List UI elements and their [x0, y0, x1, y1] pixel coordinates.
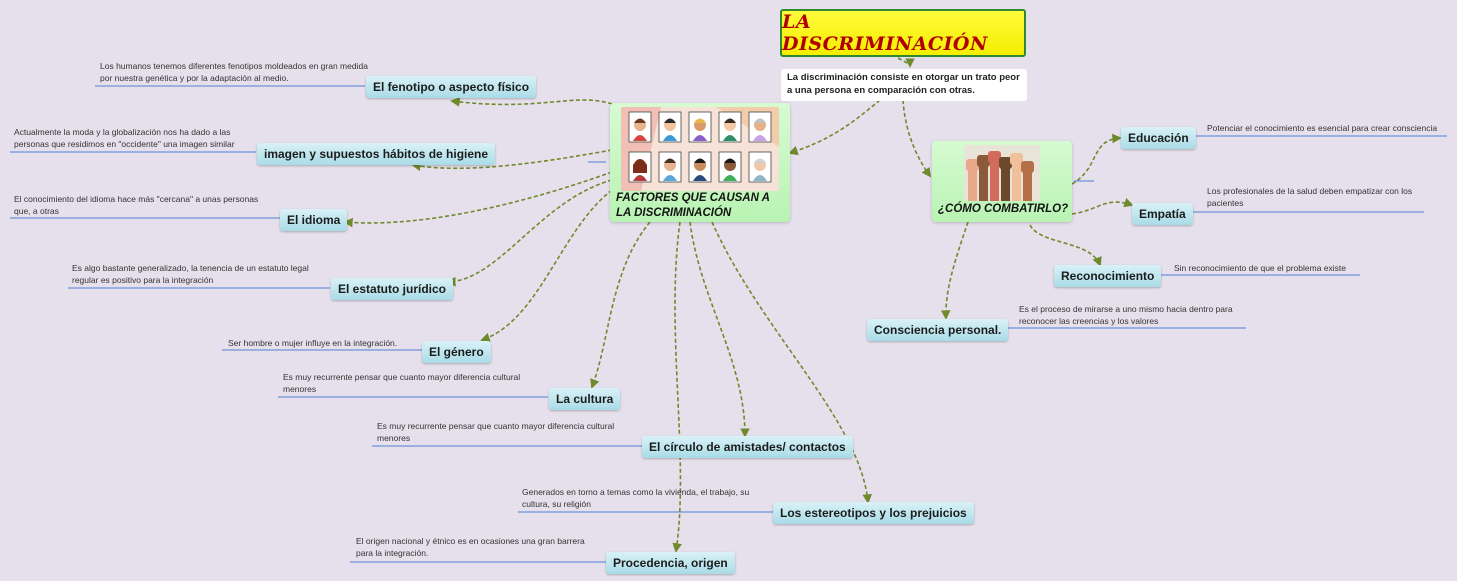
- connector-definition-combatir: [902, 99, 932, 178]
- node-circulo[interactable]: El círculo de amistades/ contactos: [642, 436, 853, 458]
- connector-factores-circulo: [689, 221, 750, 438]
- node-genero[interactable]: El género: [422, 341, 491, 363]
- factores-label: FACTORES QUE CAUSAN A LA DISCRIMINACIÓN: [616, 192, 770, 219]
- combatir-label: ¿CÓMO COMBATIRLO?: [938, 203, 1069, 215]
- connector-factores-estereotipos: [711, 221, 873, 504]
- connector-factores-idioma: [343, 171, 613, 228]
- connector-definition-factores: [788, 99, 881, 156]
- faces-grid-illustration: [621, 107, 779, 191]
- node-estatuto[interactable]: El estatuto jurídico: [331, 278, 454, 300]
- connector-factores-cultura: [590, 221, 651, 389]
- definition-text: La discriminación consiste en otorgar un…: [781, 69, 1027, 101]
- combatir-topic[interactable]: ¿CÓMO COMBATIRLO?: [932, 141, 1072, 222]
- node-educacion[interactable]: Educación: [1121, 127, 1196, 149]
- note-cultura: Es muy recurrente pensar que cuanto mayo…: [283, 372, 521, 394]
- connector-combatir-reconocimiento: [1029, 224, 1102, 267]
- note-circulo: Es muy recurrente pensar que cuanto mayo…: [377, 421, 615, 443]
- node-empatia[interactable]: Empatía: [1132, 203, 1193, 225]
- node-reconocimiento[interactable]: Reconocimiento: [1054, 265, 1162, 287]
- connector-factores-procedencia: [672, 221, 682, 553]
- connector-factores-estatuto: [446, 179, 613, 287]
- node-higiene[interactable]: imagen y supuestos hábitos de higiene: [257, 143, 496, 165]
- note-empatia: Los profesionales de la salud deben empa…: [1207, 186, 1413, 208]
- node-procedencia[interactable]: Procedencia, origen: [606, 552, 735, 574]
- note-reconocimiento: Sin reconocimiento de que el problema ex…: [1174, 263, 1346, 273]
- note-estatuto: Es algo bastante generalizado, la tenenc…: [72, 263, 309, 285]
- node-idioma[interactable]: El idioma: [280, 209, 348, 231]
- raised-fists-illustration: [964, 145, 1040, 201]
- connector-combatir-consciencia: [940, 221, 969, 320]
- note-genero: Ser hombre o mujer influye en la integra…: [228, 338, 398, 348]
- note-procedencia: El origen nacional y étnico es en ocasio…: [356, 536, 585, 558]
- connector-combatir-empatia: [1071, 198, 1134, 215]
- connector-title-definition: [897, 57, 915, 68]
- connector-factores-higiene: [411, 149, 613, 172]
- note-educacion: Potenciar el conocimiento es esencial pa…: [1207, 123, 1438, 133]
- node-cultura[interactable]: La cultura: [549, 388, 621, 410]
- connector-factores-genero: [480, 189, 613, 343]
- node-fenotipo[interactable]: El fenotipo o aspecto físico: [366, 76, 537, 98]
- node-consciencia[interactable]: Consciencia personal.: [867, 319, 1009, 341]
- node-estereotipos[interactable]: Los estereotipos y los prejuicios: [773, 502, 974, 524]
- connector-factores-fenotipo: [450, 97, 613, 107]
- factores-topic[interactable]: FACTORES QUE CAUSAN A LA DISCRIMINACIÓN: [610, 103, 790, 222]
- connector-combatir-educacion: [1071, 133, 1122, 185]
- note-idioma: El conocimiento del idioma hace más "cer…: [14, 194, 259, 216]
- main-title[interactable]: LA DISCRIMINACIÓN: [780, 9, 1026, 57]
- note-higiene: Actualmente la moda y la globalización n…: [14, 127, 235, 149]
- note-consciencia: Es el proceso de mirarse a uno mismo hac…: [1019, 304, 1233, 326]
- note-fenotipo: Los humanos tenemos diferentes fenotipos…: [100, 61, 368, 83]
- note-estereotipos: Generados en torno a temas como la vivie…: [522, 487, 750, 509]
